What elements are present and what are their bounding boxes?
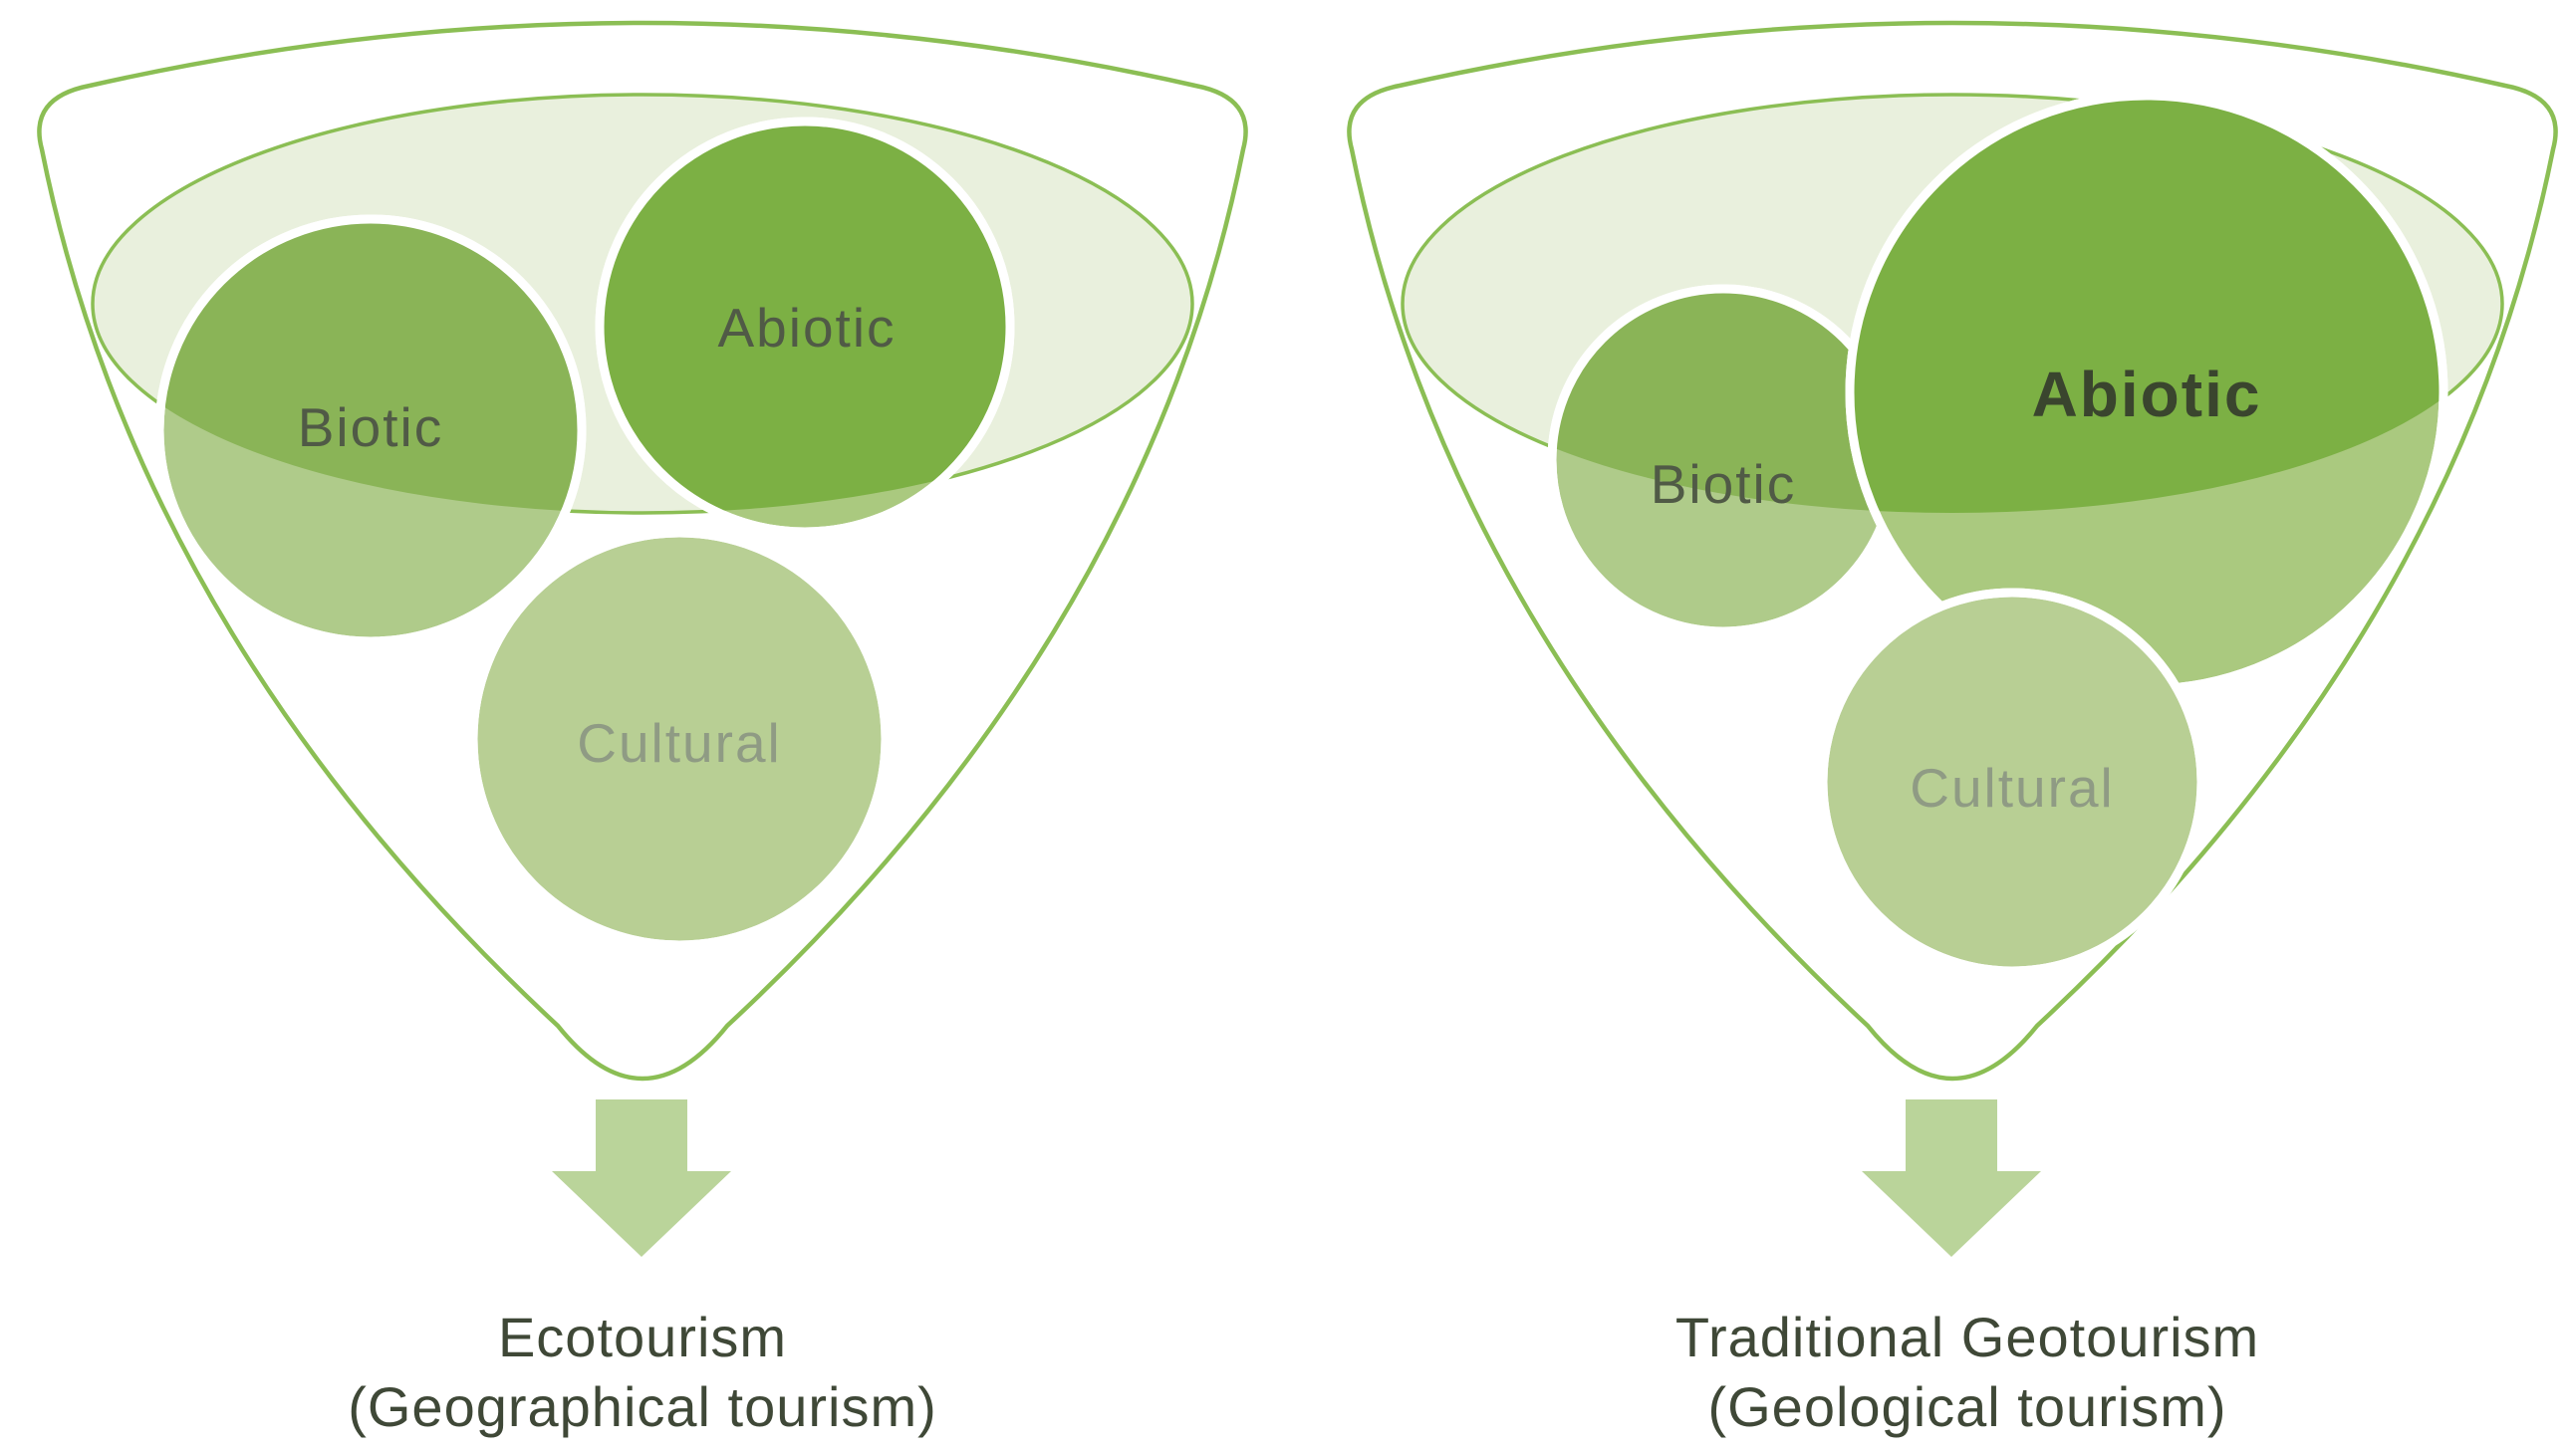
down-arrow-icon bbox=[1862, 1099, 2041, 1257]
biotic-circle-ring bbox=[154, 214, 587, 646]
cultural-circle-ring bbox=[468, 528, 891, 950]
abiotic-circle-ring bbox=[595, 117, 1015, 537]
biotic-label: Biotic bbox=[298, 396, 444, 458]
abiotic-circle-highlight bbox=[600, 121, 1010, 513]
cultural-label: Cultural bbox=[1910, 757, 2115, 819]
cultural-label: Cultural bbox=[577, 712, 782, 774]
cultural-circle-ring bbox=[1818, 588, 2206, 976]
biotic-circle-highlight bbox=[1552, 289, 1895, 513]
funnel-traditional-geotourism: Biotic Abiotic Cultural Traditional Geot… bbox=[1347, 20, 2558, 1438]
caption-subtitle: (Geographical tourism) bbox=[348, 1375, 937, 1438]
biotic-label: Biotic bbox=[1651, 453, 1797, 515]
abiotic-circle-highlight bbox=[1850, 96, 2443, 513]
caption-subtitle: (Geological tourism) bbox=[1707, 1375, 2226, 1438]
funnel-ecotourism: Biotic Abiotic Cultural Ecotourism (Geog… bbox=[37, 20, 1248, 1438]
caption-title: Traditional Geotourism bbox=[1675, 1306, 2259, 1368]
biotic-circle-highlight bbox=[159, 219, 582, 513]
abiotic-label: Abiotic bbox=[2032, 359, 2262, 430]
caption-title: Ecotourism bbox=[498, 1306, 787, 1368]
abiotic-label: Abiotic bbox=[717, 297, 896, 359]
down-arrow-icon bbox=[552, 1099, 731, 1257]
